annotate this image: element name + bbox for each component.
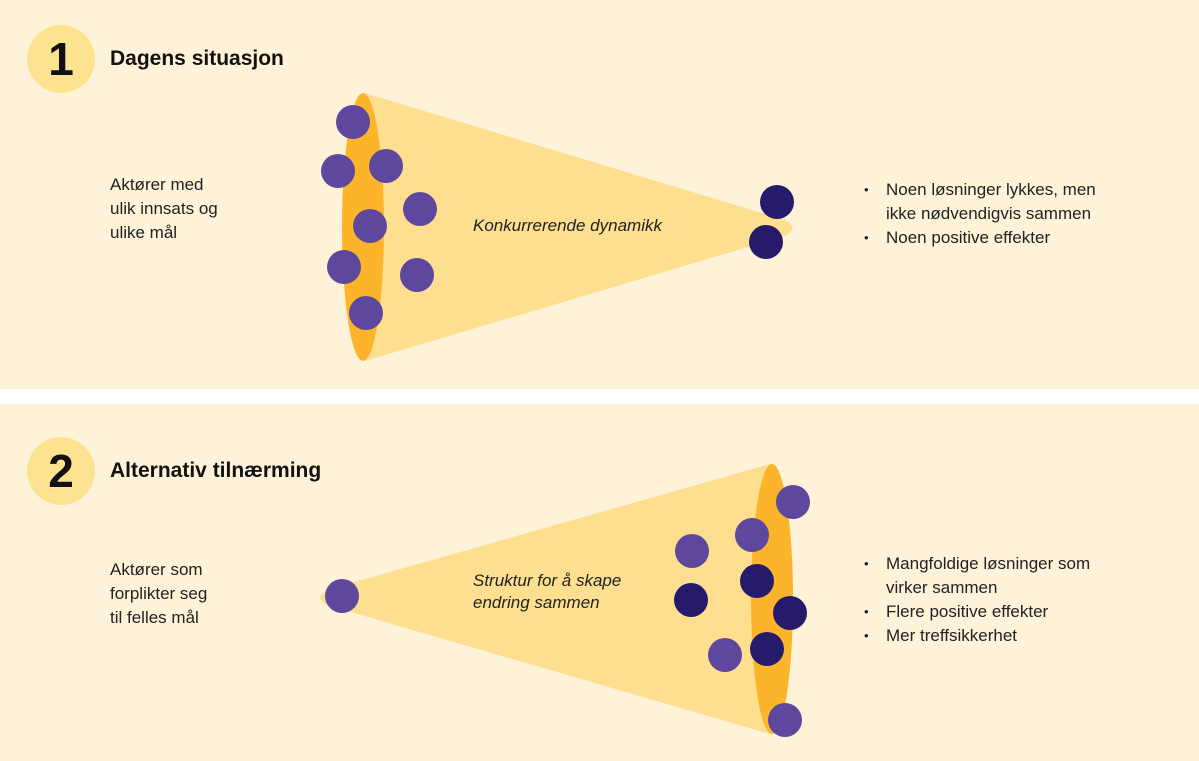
outcome-item: Noen positive effekter [862,226,1112,250]
outcome-dot [740,564,774,598]
funnel-label-line: Konkurrerende dynamikk [473,216,662,235]
outcome-dot [674,583,708,617]
actor-dot [369,149,403,183]
converging-funnel [321,93,794,361]
description-line: Aktører med [110,175,204,194]
outcome-item: Noen løsninger lykkes, men ikke nødvendi… [862,178,1112,226]
funnel-label: Struktur for å skape endring sammen [473,570,621,614]
actor-dot [353,209,387,243]
funnel-label-line: endring sammen [473,593,600,612]
section-number: 1 [48,33,74,85]
actor-dot [336,105,370,139]
outcome-dot [735,518,769,552]
outcome-dot [750,632,784,666]
diverging-funnel [320,464,810,737]
section-title: Dagens situasjon [110,47,284,70]
actor-dot [325,579,359,613]
section-number-badge: 2 [27,437,95,505]
outcome-item: Mangfoldige løsninger som virker sammen [862,552,1112,600]
section-number-badge: 1 [27,25,95,93]
outcome-dot [776,485,810,519]
outcome-dot [768,703,802,737]
section-current-situation: 1 Dagens situasjon Aktører med ulik inns… [0,0,1199,389]
actor-dot [349,296,383,330]
outcomes-list: Noen løsninger lykkes, men ikke nødvendi… [862,178,1112,250]
outcomes-list: Mangfoldige løsninger som virker sammen … [862,552,1112,648]
actors-description: Aktører med ulik innsats og ulike mål [110,173,280,245]
funnel-body [365,93,793,361]
actors-description: Aktører som forplikter seg til felles må… [110,558,280,630]
actor-dot [403,192,437,226]
funnel-body [320,464,770,734]
description-line: til felles mål [110,608,199,627]
funnel-label-line: Struktur for å skape [473,571,622,590]
funnel-label: Konkurrerende dynamikk [473,215,662,237]
outcome-dot [760,185,794,219]
section-alternative-approach: 2 Alternativ tilnærming Aktører som forp… [0,404,1199,761]
actor-dot [321,154,355,188]
section-title: Alternativ tilnærming [110,459,322,482]
description-line: ulik innsats og [110,199,218,218]
outcome-item: Mer treffsikkerhet [862,624,1112,648]
outcome-dot [773,596,807,630]
outcome-dot [675,534,709,568]
description-line: ulike mål [110,223,178,242]
outcome-item: Flere positive effekter [862,600,1112,624]
actor-dot [400,258,434,292]
outcome-dot [708,638,742,672]
outcome-dot [749,225,783,259]
section-number: 2 [48,445,74,497]
description-line: Aktører som [110,560,203,579]
description-line: forplikter seg [110,584,208,603]
actor-dot [327,250,361,284]
